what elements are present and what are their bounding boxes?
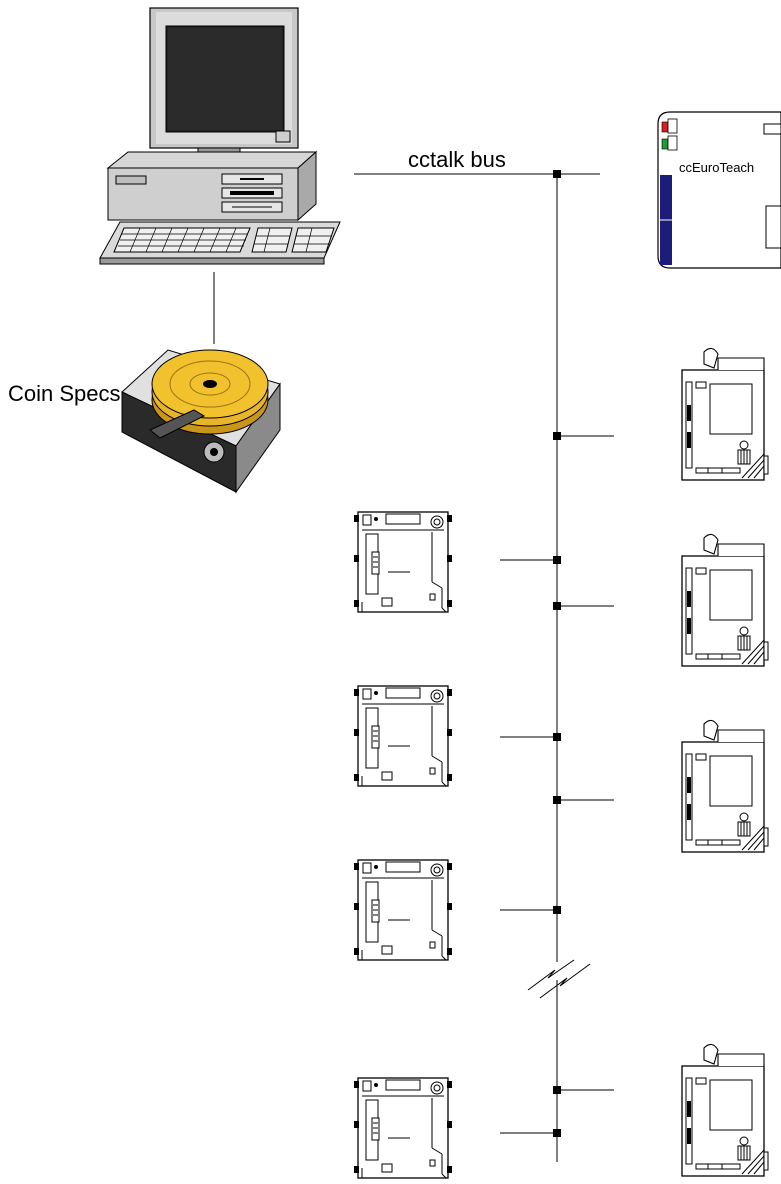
coin-acceptor-left-2: [353, 685, 453, 787]
hard-disk-icon: [121, 349, 281, 494]
coin-specs-label: Coin Specs: [8, 381, 121, 406]
coin-acceptor-right-3: [681, 719, 769, 853]
coin-acceptor-left-1: [353, 511, 453, 613]
bus-break-symbol: [527, 959, 591, 999]
cctalk-bus: [354, 170, 614, 1162]
bus-label: cctalk bus: [408, 147, 506, 172]
cceuroteach-label: ccEuroTeach: [679, 160, 754, 175]
coin-acceptor-right-1: [681, 347, 769, 481]
coin-acceptor-right-4: [681, 1043, 769, 1177]
computer-icon: [99, 7, 341, 265]
coin-acceptor-left-4: [353, 1077, 453, 1179]
coin-acceptor-left-3: [353, 859, 453, 961]
coin-acceptor-right-2: [681, 533, 769, 667]
cceuroteach-unit: [657, 111, 781, 269]
